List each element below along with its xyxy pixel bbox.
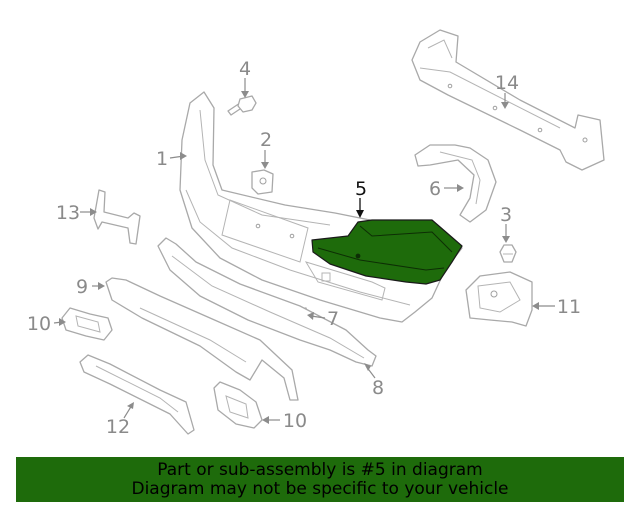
callout-6: 6	[429, 178, 441, 200]
bracket-part-13	[93, 189, 141, 245]
callout-11: 11	[557, 296, 581, 318]
push-clip-part-3	[499, 244, 517, 263]
bracket-part-6	[414, 144, 497, 223]
callout-2: 2	[260, 129, 272, 151]
bolt-part-4	[227, 95, 257, 116]
callout-7: 7	[327, 308, 339, 330]
reflector-part-10-left	[61, 307, 113, 341]
lower-valance-part-8	[157, 237, 377, 367]
banner-line-2: Diagram may not be specific to your vehi…	[131, 478, 509, 499]
callout-3: 3	[500, 204, 512, 226]
callout-1: 1	[156, 148, 168, 170]
callout-14: 14	[495, 72, 519, 94]
callout-10-left: 10	[27, 313, 51, 335]
clip-part-2	[251, 169, 274, 195]
trim-strip-part-9	[105, 277, 299, 401]
corner-cover-part-5-highlighted	[311, 219, 463, 285]
lower-trim-part-12	[79, 354, 195, 435]
banner-line-1: Part or sub-assembly is #5 in diagram	[157, 459, 483, 480]
callout-13: 13	[56, 202, 80, 224]
callout-12: 12	[106, 416, 130, 438]
reinforcement-part-14	[411, 29, 605, 171]
callout-5: 5	[355, 178, 367, 200]
callout-9: 9	[76, 276, 88, 298]
part-info-banner: Part or sub-assembly is #5 in diagram Di…	[16, 457, 624, 502]
reflector-part-10-bottom	[213, 381, 263, 429]
bracket-part-11	[465, 271, 533, 327]
callout-leaders	[53, 78, 555, 424]
callout-labels: 1 2 3 4 5 6 7 8 9 10 10 11 12 13 14	[27, 58, 581, 438]
callout-8: 8	[372, 377, 384, 399]
callout-4: 4	[239, 58, 251, 80]
callout-10-bottom: 10	[283, 410, 307, 432]
